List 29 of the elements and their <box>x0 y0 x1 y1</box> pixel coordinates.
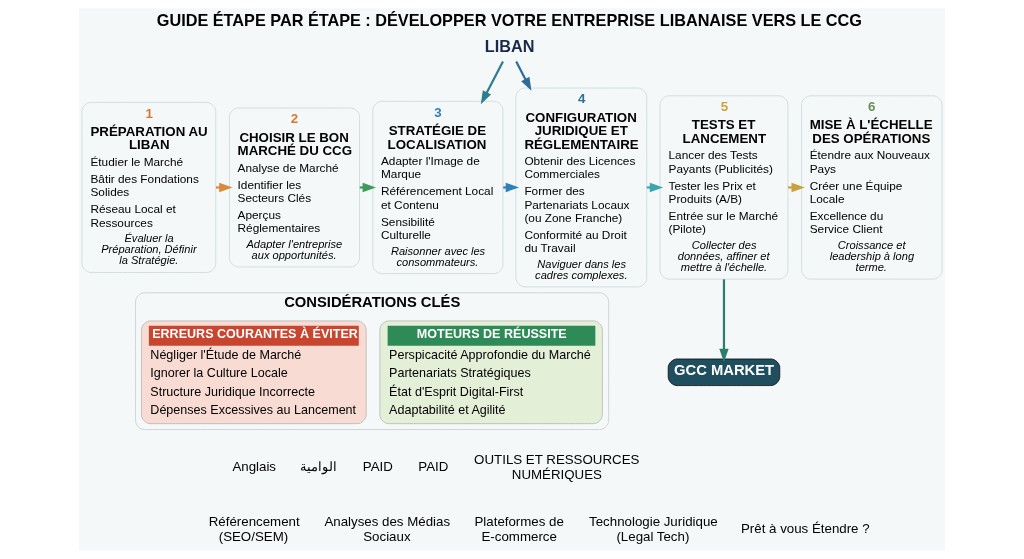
arrow <box>515 61 532 91</box>
label: Prêt à vous Étendre ? <box>740 521 870 537</box>
node-box: 1 PRÉPARATION AU LIBAN Étudier le Marché Bâtir des Fondations Solides Réseau Local et Ressources Évaluer la Préparation, Définir la Stratégie. <box>81 102 217 273</box>
arrow <box>646 182 664 193</box>
arrow <box>480 61 504 105</box>
node-box: 6 MISE À L'ÉCHELLE DES OPÉRATIONS Étendre aux Nouveaux Pays Créer une Équipe Locale Excellence du Service Client Croissance et leadership à long terme. <box>801 95 943 280</box>
diagram-title: GUIDE ÉTAPE PAR ÉTAPE : DÉVELOPPER VOTRE ENTREPRISE LIBANAISE VERS LE CCG <box>156 11 862 30</box>
label: Référencement (SEO/SEM) <box>208 513 300 544</box>
label: الوامية <box>300 459 338 475</box>
node-box: 3 STRATÉGIE DE LOCALISATION Adapter l'Image de Marque Référencement Local et Contenu Sensibilité Culturelle Raisonner avec les consommateurs. <box>372 100 504 274</box>
arrow <box>359 182 376 193</box>
arrow <box>503 182 520 193</box>
node-box: GCC MARKET <box>667 358 781 386</box>
label: PAID <box>362 459 393 475</box>
arrow <box>788 182 805 193</box>
arrow <box>719 279 729 363</box>
label: Technologie Juridique (Legal Tech) <box>589 513 718 544</box>
node-box: 2 CHOISIR LE BON MARCHÉ DU CCG Analyse de Marché Identifier les Secteurs Clés Aperçus Réglementaires Adapter l'entreprise aux opportunités. <box>229 107 360 268</box>
label: PAID <box>418 459 449 475</box>
node-text: LIBAN <box>484 36 535 55</box>
node-box: ERREURS COURANTES À ÉVITER Négliger l'Étude de Marché Ignorer la Culture Locale Structure Juridique Incorrecte Dépenses Excessives au Lancement <box>141 320 367 424</box>
label: Analyses des Médias Sociaux <box>324 513 451 544</box>
label: Anglais <box>232 459 277 475</box>
label: OUTILS ET RESSOURCES NUMÉRIQUES <box>474 451 640 482</box>
node-box: MOTEURS DE RÉUSSITE Perspicacité Approfondie du Marché Partenariats Stratégiques État d'Esprit Digital-First Adaptabilité et Agilité <box>379 320 603 424</box>
node-box: 4 CONFIGURATION JURIDIQUE ET RÉGLEMENTAIRE Obtenir des Licences Commerciales Former des Partenariats Locaux (ou Zone Franche) Conformité au Droit du Travail Naviguer dans les cadres complexes. <box>515 87 648 288</box>
arrow <box>216 182 233 193</box>
label: Plateformes de E-commerce <box>474 513 564 544</box>
node-box: 5 TESTS ET LANCEMENT Lancer des Tests Payants (Publicités) Tester les Prix et Produits (A/B) Entrée sur le Marché (Pilote) Collecter des données, affiner et mettre à l'échelle. <box>659 95 789 280</box>
